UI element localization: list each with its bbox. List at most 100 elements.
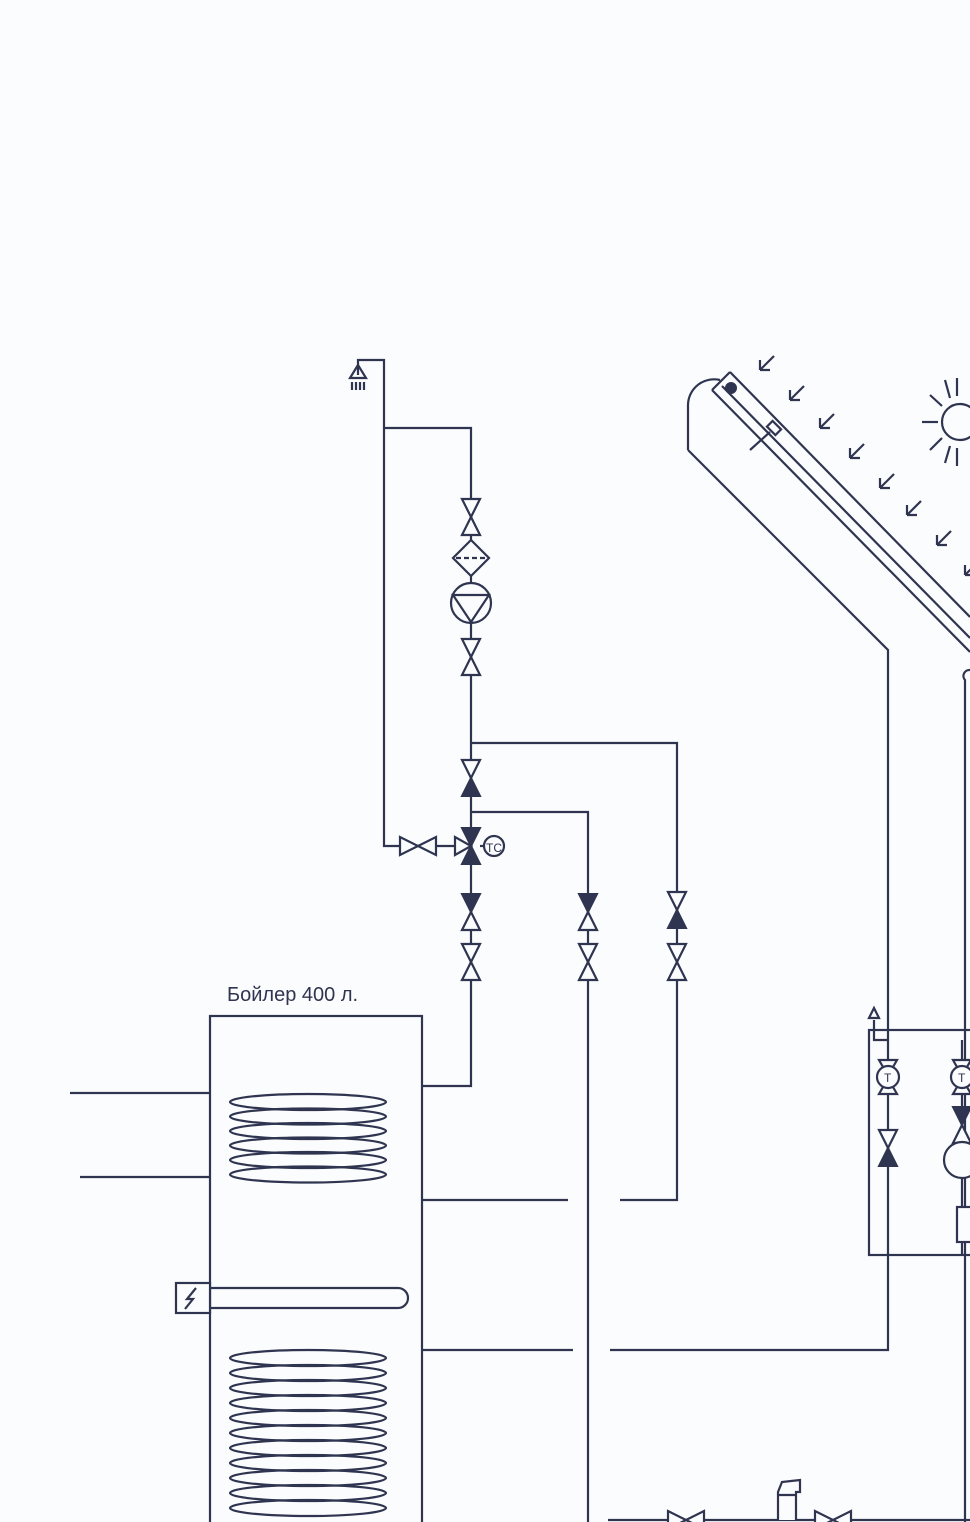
valve-half [951, 1106, 970, 1128]
sun-ray-arrow-icon [905, 500, 922, 517]
collector-sensor-dot [725, 382, 737, 394]
pump-triangle [450, 593, 492, 624]
upper-heat-exchanger-coil [228, 1092, 388, 1112]
valve-half [460, 909, 482, 932]
sun-icon [940, 402, 970, 442]
collector-frame [686, 378, 890, 1030]
sun-ray-arrow-icon [935, 530, 952, 547]
sun-ray [929, 394, 943, 407]
lower-heat-exchanger-coil [228, 1393, 388, 1413]
sun-ray-arrow-icon [788, 385, 805, 402]
lower-heat-exchanger-coil [228, 1408, 388, 1428]
valve-half [460, 654, 482, 677]
valve-half [460, 497, 482, 520]
valve-half [666, 959, 688, 982]
valve-half [453, 835, 474, 857]
valve-icon [877, 1128, 899, 1167]
valve-half [398, 835, 421, 857]
lower-heat-exchanger-coil [228, 1423, 388, 1443]
valve-half [577, 942, 599, 965]
valve-half [415, 835, 438, 857]
sun-ray [943, 379, 952, 399]
valve-half [460, 827, 482, 849]
collector-sensor [765, 419, 783, 437]
lightning-icon [184, 1287, 197, 1310]
sun-ray-arrow-icon [878, 473, 895, 490]
air-vent-icon [867, 1005, 881, 1020]
thermostat-icon [482, 834, 506, 858]
valve-half [460, 758, 482, 781]
thermostatic-mixing-valve-icon [453, 827, 482, 865]
symbols [174, 355, 970, 1522]
lower-heat-exchanger-coil [228, 1498, 388, 1518]
valve-half [877, 1128, 899, 1151]
valve-half [666, 890, 688, 913]
valve-icon [577, 893, 599, 932]
sun-ray-arrow-icon [963, 565, 970, 577]
valve-half [877, 1145, 899, 1167]
valve-icon [577, 942, 599, 982]
sun-ray-arrow-icon [758, 355, 775, 372]
sensor-lead [749, 431, 771, 451]
electric-heater-element [210, 1286, 410, 1310]
sun-ray [943, 445, 952, 464]
air-vent-pipe [872, 1020, 888, 1042]
solar-return-pipe [610, 1030, 890, 1352]
valve-half [683, 1509, 706, 1522]
valve-half [460, 893, 482, 915]
lower-heat-exchanger-coil [228, 1453, 388, 1473]
boiler-label: Бойлер 400 л. [227, 984, 358, 1006]
valve-icon [460, 942, 482, 982]
valve-half [577, 959, 599, 982]
solar-pump-icon [942, 1140, 970, 1180]
upper-heat-exchanger-coil [228, 1165, 388, 1184]
electric-heater-box [174, 1281, 212, 1315]
cold-water-pipe [356, 358, 400, 848]
valve-half [813, 1509, 836, 1522]
boiler-tank [208, 1014, 424, 1522]
circulation-pump-icon [449, 581, 493, 625]
lower-heat-exchanger-coil [228, 1378, 388, 1398]
upper-heat-exchanger-coil [228, 1107, 388, 1126]
valve-half [666, 1509, 689, 1522]
valve-icon [951, 1106, 970, 1145]
sun-ray-arrow-icon [818, 413, 835, 430]
lower-heat-exchanger-coil [228, 1438, 388, 1458]
return-pipe [471, 810, 590, 1522]
upper-heat-exchanger-coil [228, 1121, 388, 1141]
upper-heat-exchanger-coil [228, 1136, 388, 1155]
sun-ray-arrow-icon [848, 443, 865, 460]
valve-half [577, 909, 599, 932]
valve-icon [460, 758, 482, 797]
solar-collector-panel [711, 371, 970, 653]
sun-ray [929, 437, 943, 451]
pipes [70, 358, 970, 1522]
valve-icon [460, 893, 482, 932]
thermostat-label: TC [486, 841, 502, 855]
lower-heat-exchanger-coil [228, 1468, 388, 1488]
valve-half [460, 775, 482, 797]
lower-heat-exchanger-coil [228, 1483, 388, 1503]
hot-water-pipe [384, 426, 473, 1088]
valve-half [830, 1509, 853, 1522]
valve-icon [666, 942, 688, 982]
thermometer-icon [875, 1064, 901, 1090]
valve-half [666, 907, 688, 929]
thermometer-label-1: T [884, 1071, 892, 1085]
valve-half [951, 1122, 970, 1145]
thermometer-label-2: T [958, 1071, 966, 1085]
valve-half [460, 942, 482, 965]
valve-half [460, 959, 482, 982]
valve-icon [460, 497, 482, 537]
valve-icon [813, 1509, 853, 1522]
valve-icon [666, 890, 688, 929]
valve-icon [398, 835, 438, 857]
valve-half [666, 942, 688, 965]
shower-head-icon [348, 362, 368, 390]
valve-icon [666, 1509, 706, 1522]
valve-icon [460, 637, 482, 677]
lower-heat-exchanger-coil [228, 1363, 388, 1383]
safety-valve-icon [776, 1478, 802, 1520]
upper-heat-exchanger-coil [228, 1150, 388, 1170]
